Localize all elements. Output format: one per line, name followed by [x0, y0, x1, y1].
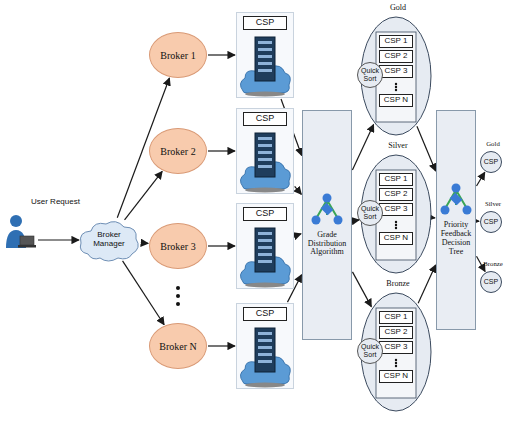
output-grade: GoldCSP: [478, 140, 507, 174]
node-label: CSP N: [384, 372, 408, 381]
server-cloud-illustration: [237, 33, 293, 97]
node-label: Quick Sort: [360, 205, 380, 220]
node-label: Bronze: [360, 280, 436, 292]
node-label: CSP 1: [385, 175, 408, 184]
node-label: CSP 1: [385, 313, 408, 322]
node-label: CSP 1: [385, 37, 408, 46]
node-label: Broker 2: [160, 146, 195, 157]
node-label: CSP: [243, 207, 287, 221]
connector-arrow: [295, 186, 302, 194]
server-cloud-illustration: [237, 224, 293, 288]
node-label: CSP 3: [385, 205, 408, 214]
algorithm-box: Grade Distribution Algorithm: [302, 110, 352, 340]
node-label: Gold: [478, 140, 507, 151]
connector-arrow: [141, 242, 148, 244]
connector-arrow: [295, 234, 301, 236]
connector-arrow: [208, 245, 235, 246]
csp-item: CSP N: [379, 232, 413, 245]
csp-item: CSP 1: [379, 35, 413, 48]
connector-arrow: [477, 172, 485, 186]
node-label: Priority Feedback Decision Tree: [439, 221, 473, 256]
connector-arrow: [417, 126, 436, 171]
connector-arrow: [208, 54, 235, 55]
node-label: Broker Manager: [89, 231, 129, 249]
quick-sort-circle: Quick Sort: [357, 200, 383, 226]
csp-item: CSP 3: [379, 65, 413, 78]
csp-item: CSP N: [379, 370, 413, 383]
output-circle: CSP: [480, 271, 502, 293]
csp-item: CSP 3: [379, 203, 413, 216]
broker-ellipse: Broker 3: [149, 223, 207, 269]
node-label: Grade Distribution Algorithm: [305, 231, 349, 257]
csp-server: CSP: [236, 12, 294, 98]
tree-icon: [438, 183, 474, 217]
node-label: CSP: [243, 16, 287, 30]
output-grade: SilverCSP: [478, 200, 507, 234]
grade-group: SilverCSP 1 CSP 2 CSP 3 CSP N Quick Sort: [360, 142, 436, 274]
csp-server: CSP: [236, 203, 294, 289]
csp-server: CSP: [236, 303, 294, 389]
connector-arrow: [477, 221, 479, 222]
broker-ellipse: Broker N: [149, 323, 207, 369]
connector-arrow: [352, 124, 373, 170]
broker-manager-cloud: Broker Manager: [78, 218, 140, 262]
ellipsis-dots: [176, 286, 180, 306]
csp-item: CSP 1: [379, 173, 413, 186]
node-label: CSP: [484, 158, 498, 166]
node-label: CSP N: [384, 234, 408, 243]
node-label: Quick Sort: [360, 67, 380, 82]
output-circle: CSP: [480, 151, 502, 173]
node-label: CSP 2: [385, 190, 408, 199]
node-label: CSP: [243, 112, 287, 126]
node-label: Broker 3: [160, 241, 195, 252]
grade-group: GoldCSP 1 CSP 2 CSP 3 CSP N Quick Sort: [360, 4, 436, 136]
csp-item: CSP 2: [379, 50, 413, 63]
user-request-label: User Request: [30, 198, 81, 207]
csp-item: CSP 3: [379, 341, 413, 354]
node-label: Silver: [478, 200, 507, 211]
node-label: Silver: [360, 142, 436, 154]
connector-arrow: [433, 217, 435, 218]
node-label: Quick Sort: [360, 343, 380, 358]
broker-ellipse: Broker 2: [149, 128, 207, 174]
output-grade: BronzeCSP: [478, 260, 507, 294]
connector-arrow: [208, 345, 235, 346]
node-label: Broker 1: [160, 50, 195, 61]
tree-icon: [309, 193, 345, 227]
node-label: CSP: [484, 278, 498, 286]
user-icon: [6, 215, 36, 248]
node-label: Gold: [360, 4, 436, 16]
algorithm-box: Priority Feedback Decision Tree: [436, 110, 476, 330]
server-cloud-illustration: [237, 129, 293, 193]
quick-sort-circle: Quick Sort: [357, 62, 383, 88]
node-label: Broker N: [159, 341, 197, 352]
csp-item: CSP N: [379, 94, 413, 107]
node-label: CSP: [484, 218, 498, 226]
connector-arrow: [418, 265, 435, 303]
output-circle: CSP: [480, 211, 502, 233]
connector-arrow: [125, 171, 163, 220]
connector-arrow: [208, 150, 235, 151]
node-label: CSP: [243, 307, 287, 321]
node-label: CSP 3: [385, 343, 408, 352]
csp-item: CSP 2: [379, 188, 413, 201]
quick-sort-circle: Quick Sort: [357, 338, 383, 364]
broker-ellipse: Broker 1: [149, 32, 207, 78]
connector-arrow: [123, 261, 165, 325]
server-cloud-illustration: [237, 324, 293, 388]
node-label: Bronze: [478, 260, 507, 271]
csp-server: CSP: [236, 108, 294, 194]
node-label: CSP 2: [385, 328, 408, 337]
csp-item: CSP 1: [379, 311, 413, 324]
node-label: CSP N: [384, 96, 408, 105]
grade-group: BronzeCSP 1 CSP 2 CSP 3 CSP N Quick Sort: [360, 280, 436, 412]
user-arrow: [38, 239, 79, 240]
node-label: CSP 3: [385, 67, 408, 76]
node-label: CSP 2: [385, 52, 408, 61]
csp-item: CSP 2: [379, 326, 413, 339]
connector-arrow: [352, 272, 371, 307]
